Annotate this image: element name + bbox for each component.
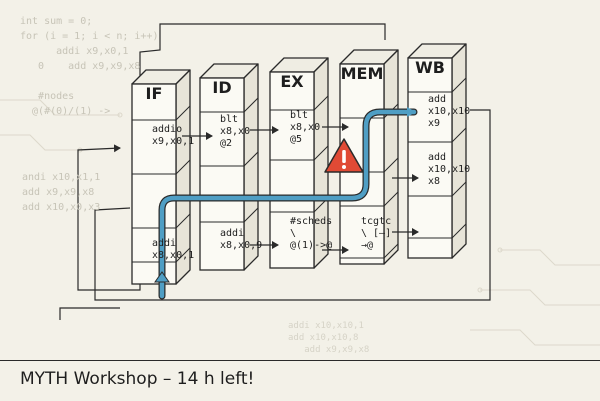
stage-label-wb: WB [415, 58, 445, 77]
stage-label-mem: MEM [340, 64, 384, 83]
register-divider-side [451, 181, 467, 197]
circuit-traces [0, 99, 600, 346]
register-divider-side [383, 191, 399, 207]
register-divider-side [243, 97, 259, 113]
instruction-text: blt x8,x0 @5 [290, 110, 321, 145]
background-code-bottom-right: addi x10,x10,1 add x10,x10,8 add x9,x9,x… [288, 321, 370, 355]
stage-front-face [269, 71, 315, 269]
register-divider-side [451, 77, 467, 93]
instruction-text: addio x9,x0,1 [152, 124, 195, 147]
register-divider-side [313, 145, 329, 161]
pipeline-diagram [0, 23, 600, 346]
footer-bar: MYTH Workshop – 14 h left! [0, 360, 600, 401]
background-code-top-left: int sum = 0; for (i = 1; i < n; i++) add… [20, 16, 159, 117]
register-divider-side [451, 127, 467, 143]
stage-label-id: ID [212, 78, 232, 97]
warning-triangle-icon [324, 138, 364, 173]
register-divider-side [383, 157, 399, 173]
background-code-mid-left: andi x10,x1,1 add x9,x9,x8 add x10,x0,x3 [22, 172, 101, 213]
register-divider-side [313, 95, 329, 111]
instruction-text: #scheds \ @(1)->@ [290, 216, 333, 251]
stage-arrows [182, 123, 419, 254]
pipeline-stages [131, 43, 467, 285]
register-divider-side [175, 247, 191, 263]
instruction-text: blt x8,x0 @2 [220, 114, 251, 149]
feedback-loops [59, 23, 491, 320]
register-divider-side [383, 243, 399, 259]
register-divider-side [243, 207, 259, 223]
register-divider-side [175, 213, 191, 229]
register-divider-side [175, 159, 191, 175]
stage-front-face [131, 83, 177, 285]
stage-label-if: IF [145, 84, 163, 103]
instruction-text: addi x8,x0,9 [220, 228, 263, 251]
footer-title: MYTH Workshop – 14 h left! [20, 369, 255, 389]
instruction-text: add x10,x10 x8 [428, 152, 471, 187]
register-divider-side [175, 105, 191, 121]
instruction-text: addi x8,x0,1 [152, 238, 195, 261]
pipeline-stage-id [199, 63, 259, 271]
stage-front-face [199, 77, 245, 271]
forwarding-path [154, 107, 418, 300]
register-divider-side [451, 223, 467, 239]
stage-front-face [407, 57, 453, 259]
register-divider-side [243, 151, 259, 167]
stage-label-ex: EX [280, 72, 304, 91]
instruction-text: add x10,x10 x9 [428, 94, 471, 129]
pipeline-stage-wb [407, 43, 467, 259]
instruction-text: tcgtc \ [–] →@ [361, 216, 392, 251]
pipeline-stage-if [131, 69, 191, 285]
pipeline-stage-ex [269, 57, 329, 269]
